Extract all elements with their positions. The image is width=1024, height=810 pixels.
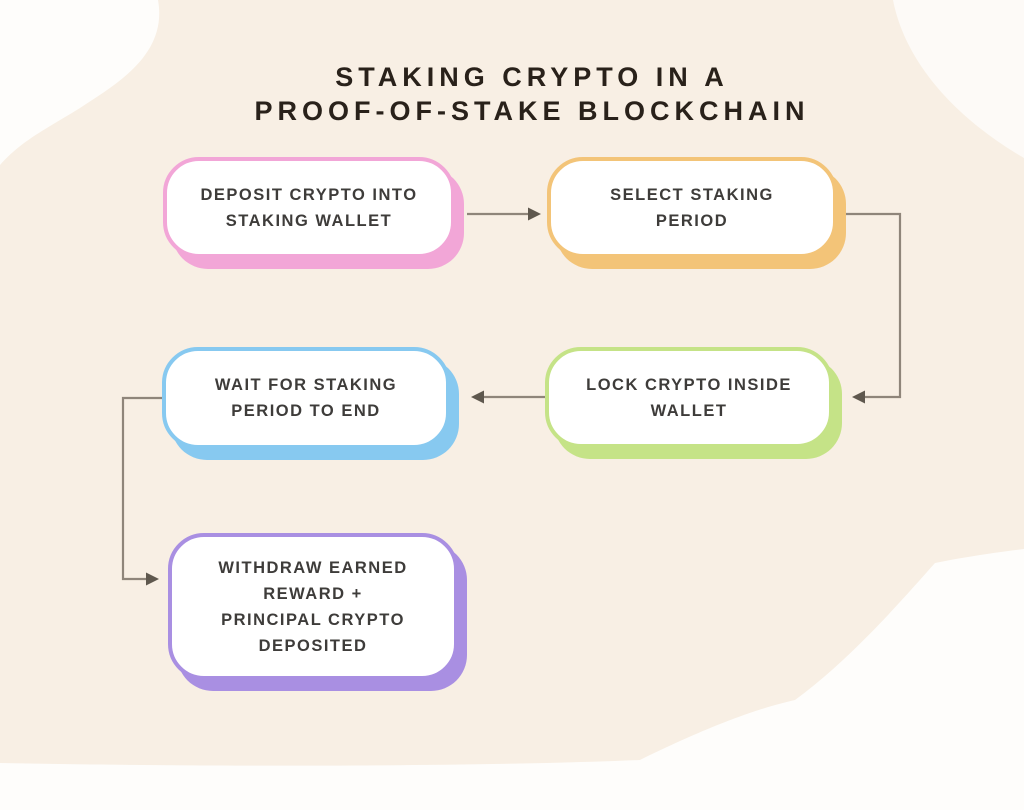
page-title-line-2: PROOF-OF-STAKE BLOCKCHAIN (254, 96, 810, 127)
background-blob-bottom (0, 549, 1024, 810)
arrowhead-left-icon (852, 390, 865, 404)
page-title: STAKING CRYPTO IN A PROOF-OF-STAKE BLOCK… (40, 60, 1024, 128)
flow-node-select-period: SELECT STAKING PERIOD (547, 157, 837, 258)
flow-node-deposit-crypto: DEPOSIT CRYPTO INTO STAKING WALLET (163, 157, 455, 258)
connector-wait-to-withdraw (121, 396, 162, 581)
arrowhead-right-icon (146, 572, 159, 586)
connector-select-to-lock (846, 212, 902, 399)
flow-node-label: SELECT STAKING PERIOD (610, 185, 774, 230)
flow-node-label: DEPOSIT CRYPTO INTO STAKING WALLET (200, 185, 418, 230)
arrowhead-left-icon (471, 390, 484, 404)
arrowhead-right-icon (528, 207, 541, 221)
flow-node-withdraw: WITHDRAW EARNED REWARD + PRINCIPAL CRYPT… (168, 533, 458, 680)
page-title-line-1: STAKING CRYPTO IN A (335, 62, 729, 93)
flow-node-label: WITHDRAW EARNED REWARD + PRINCIPAL CRYPT… (218, 558, 408, 655)
flow-node-wait-period: WAIT FOR STAKING PERIOD TO END (162, 347, 450, 449)
flow-node-label: LOCK CRYPTO INSIDE WALLET (586, 375, 792, 420)
flow-node-lock-crypto: LOCK CRYPTO INSIDE WALLET (545, 347, 833, 448)
flow-node-label: WAIT FOR STAKING PERIOD TO END (214, 376, 398, 420)
